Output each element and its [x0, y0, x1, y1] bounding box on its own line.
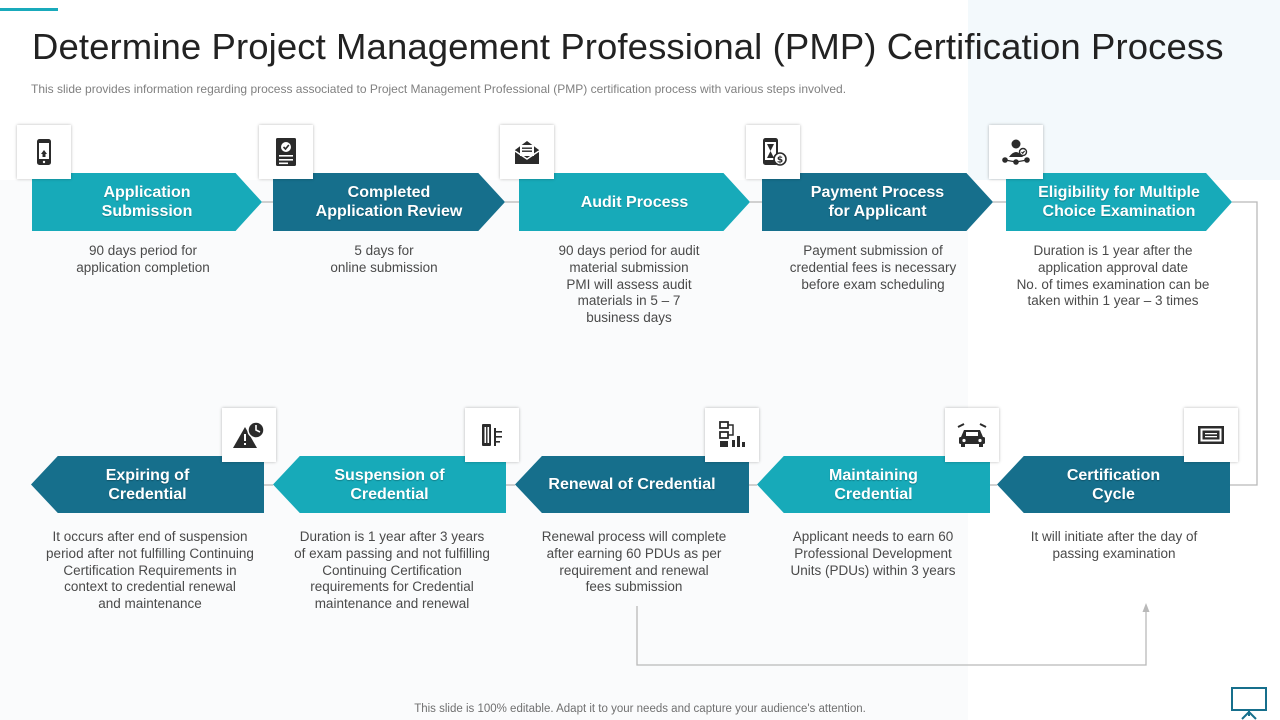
- user-network-icon: [1002, 139, 1030, 165]
- presentation-board-icon: [1231, 687, 1267, 720]
- step-arrow: Completed Application Review: [273, 173, 505, 231]
- step-icon-box: [17, 125, 71, 179]
- step-description: Applicant needs to earn 60 Professional …: [790, 529, 956, 578]
- mail-envelope-icon: [514, 141, 540, 164]
- step-description: 90 days period for audit material submis…: [558, 243, 700, 326]
- title-accent-line: [0, 8, 58, 11]
- step-icon-box: $: [746, 125, 800, 179]
- step-icon-box: [465, 408, 519, 462]
- car-repair-icon: [957, 423, 987, 447]
- connector-row-return: [1230, 201, 1258, 486]
- step-description: It occurs after end of suspension period…: [46, 529, 254, 612]
- step-arrow: Eligibility for Multiple Choice Examinat…: [1006, 173, 1232, 231]
- step-arrow: Suspension of Credential: [273, 456, 506, 513]
- warning-clock-icon: [233, 421, 265, 448]
- phone-payment-icon: $: [763, 138, 787, 166]
- step-arrow: Maintaining Credential: [757, 456, 990, 513]
- flowchart-chart-icon: [719, 421, 745, 447]
- step-icon-box: [945, 408, 999, 462]
- step-arrow: Audit Process: [519, 173, 750, 231]
- step-arrow: Certification Cycle: [997, 456, 1230, 513]
- step-arrow: Application Submission: [32, 173, 262, 231]
- step-icon-box: [259, 125, 313, 179]
- connector-loop-arrowhead: [1142, 603, 1150, 612]
- certificate-frame-icon: [1198, 426, 1224, 444]
- step-description: Duration is 1 year after the application…: [1016, 243, 1210, 309]
- page-title: Determine Project Management Professiona…: [32, 26, 1224, 67]
- connector-renewal-loop: [636, 606, 1147, 666]
- step-description: 90 days period for application completio…: [76, 243, 210, 275]
- step-description: Duration is 1 year after 3 years of exam…: [294, 529, 490, 612]
- step-arrow: Payment Process for Applicant: [762, 173, 993, 231]
- step-icon-box: [705, 408, 759, 462]
- step-description: Payment submission of credential fees is…: [789, 243, 957, 292]
- step-arrow: Expiring of Credential: [31, 456, 264, 513]
- step-arrow: Renewal of Credential: [515, 456, 749, 513]
- pause-gauge-icon: [482, 424, 502, 446]
- step-description: Renewal process will complete after earn…: [541, 529, 727, 595]
- smartphone-icon: [37, 139, 51, 165]
- step-icon-box: [222, 408, 276, 462]
- step-icon-box: [500, 125, 554, 179]
- footer-note: This slide is 100% editable. Adapt it to…: [414, 703, 866, 715]
- step-icon-box: [1184, 408, 1238, 462]
- step-icon-box: [989, 125, 1043, 179]
- page-subtitle: This slide provides information regardin…: [31, 82, 847, 96]
- svg-text:$: $: [777, 156, 783, 166]
- certificate-document-icon: [276, 138, 296, 166]
- step-description: It will initiate after the day of passin…: [1030, 529, 1198, 561]
- step-description: 5 days for online submission: [330, 243, 438, 275]
